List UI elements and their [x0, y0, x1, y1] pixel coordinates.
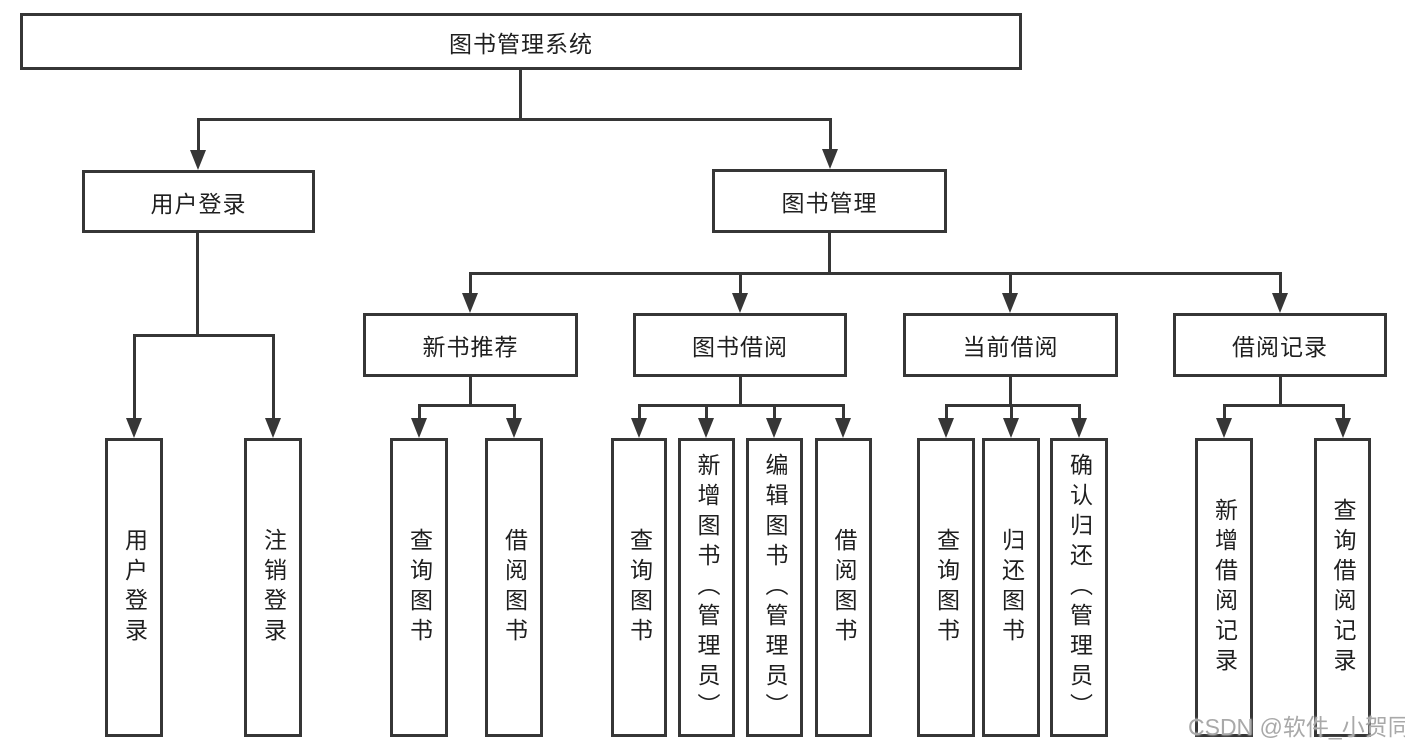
arrow-down-icon [631, 418, 647, 438]
node-confirm-return-admin-label: 确认归还（管理员） [1066, 452, 1093, 723]
node-borrow-books: 借阅图书 [815, 438, 872, 737]
connector-stem [1279, 272, 1282, 295]
connector-stem [197, 118, 200, 152]
arrow-down-icon [1335, 418, 1351, 438]
node-logout-action-label: 注销登录 [260, 527, 287, 648]
connector-root-hline [197, 118, 831, 121]
connector-stem [1223, 404, 1226, 420]
node-book-borrow-label: 图书借阅 [692, 334, 788, 360]
connector-stem [1342, 404, 1345, 420]
node-current-borrow: 当前借阅 [903, 313, 1118, 377]
connector-stem [773, 404, 776, 420]
node-logout-action: 注销登录 [244, 438, 302, 737]
connector-userlogin-hline [133, 334, 274, 337]
node-current-query-books: 查询图书 [917, 438, 975, 737]
connector-stem [842, 404, 845, 420]
connector-records-vline [1279, 377, 1282, 407]
node-book-management-label: 图书管理 [781, 190, 878, 216]
node-recommend-query-books-label: 查询图书 [406, 527, 433, 648]
node-add-borrow-record-label: 新增借阅记录 [1211, 497, 1238, 678]
connector-stem [705, 404, 708, 420]
node-add-borrow-record: 新增借阅记录 [1195, 438, 1253, 737]
node-new-book-recommend: 新书推荐 [363, 313, 578, 377]
node-recommend-query-books: 查询图书 [390, 438, 448, 737]
arrow-down-icon [1272, 293, 1288, 313]
connector-root-vline [519, 70, 522, 120]
connector-stem [739, 272, 742, 295]
arrow-down-icon [822, 149, 838, 169]
node-add-books-admin: 新增图书（管理员） [678, 438, 735, 737]
arrow-down-icon [462, 293, 478, 313]
connector-bookmgmt-vline [828, 233, 831, 275]
connector-stem [1009, 272, 1012, 295]
connector-stem [829, 118, 832, 151]
node-edit-books-admin-label: 编辑图书（管理员） [762, 452, 788, 723]
arrow-down-icon [126, 418, 142, 438]
connector-stem [638, 404, 641, 420]
node-user-login-action-label: 用户登录 [121, 527, 148, 648]
csdn-watermark: CSDN @软件_小贺同学 [1188, 714, 1405, 740]
connector-recommend-vline [469, 377, 472, 407]
node-borrow-books-label: 借阅图书 [831, 527, 857, 648]
node-query-borrow-record-label: 查询借阅记录 [1330, 497, 1356, 678]
arrow-down-icon [411, 418, 427, 438]
arrow-down-icon [698, 418, 714, 438]
connector-stem [1078, 404, 1081, 420]
connector-bookborrow-vline [739, 377, 742, 407]
arrow-down-icon [190, 150, 206, 170]
connector-stem [133, 334, 136, 420]
node-user-login: 用户登录 [82, 170, 315, 233]
node-user-login-action: 用户登录 [105, 438, 163, 737]
connector-stem [513, 404, 516, 420]
connector-userlogin-vline [196, 233, 199, 337]
connector-bookmgmt-hline [469, 272, 1281, 275]
arrow-down-icon [1003, 418, 1019, 438]
node-return-books-label: 归还图书 [998, 527, 1025, 648]
node-confirm-return-admin: 确认归还（管理员） [1050, 438, 1108, 737]
connector-stem [469, 272, 472, 295]
connector-stem [272, 334, 275, 420]
node-current-query-books-label: 查询图书 [933, 527, 960, 648]
node-borrow-query-books-label: 查询图书 [626, 527, 653, 648]
node-user-login-label: 用户登录 [150, 190, 247, 217]
arrow-down-icon [1002, 293, 1018, 313]
node-borrow-records-label: 借阅记录 [1232, 334, 1328, 360]
arrow-down-icon [835, 418, 851, 438]
node-new-book-recommend-label: 新书推荐 [422, 334, 519, 360]
connector-bookborrow-hline [638, 404, 844, 407]
connector-recommend-hline [418, 404, 515, 407]
arrow-down-icon [506, 418, 522, 438]
connector-stem [1010, 404, 1013, 420]
node-current-borrow-label: 当前借阅 [962, 334, 1059, 360]
node-book-borrow: 图书借阅 [633, 313, 847, 377]
node-recommend-borrow-books-label: 借阅图书 [501, 527, 528, 648]
arrow-down-icon [1071, 418, 1087, 438]
arrow-down-icon [1216, 418, 1232, 438]
node-edit-books-admin: 编辑图书（管理员） [746, 438, 803, 737]
node-root: 图书管理系统 [20, 13, 1022, 70]
node-borrow-query-books: 查询图书 [611, 438, 667, 737]
arrow-down-icon [265, 418, 281, 438]
node-query-borrow-record: 查询借阅记录 [1314, 438, 1371, 737]
arrow-down-icon [766, 418, 782, 438]
connector-currentborrow-vline [1009, 377, 1012, 407]
node-add-books-admin-label: 新增图书（管理员） [694, 452, 720, 723]
node-borrow-records: 借阅记录 [1173, 313, 1387, 377]
node-book-management: 图书管理 [712, 169, 947, 233]
node-return-books: 归还图书 [982, 438, 1040, 737]
arrow-down-icon [732, 293, 748, 313]
connector-stem [418, 404, 421, 420]
connector-stem [945, 404, 948, 420]
node-recommend-borrow-books: 借阅图书 [485, 438, 543, 737]
connector-records-hline [1223, 404, 1344, 407]
node-root-label: 图书管理系统 [449, 30, 593, 57]
arrow-down-icon [938, 418, 954, 438]
